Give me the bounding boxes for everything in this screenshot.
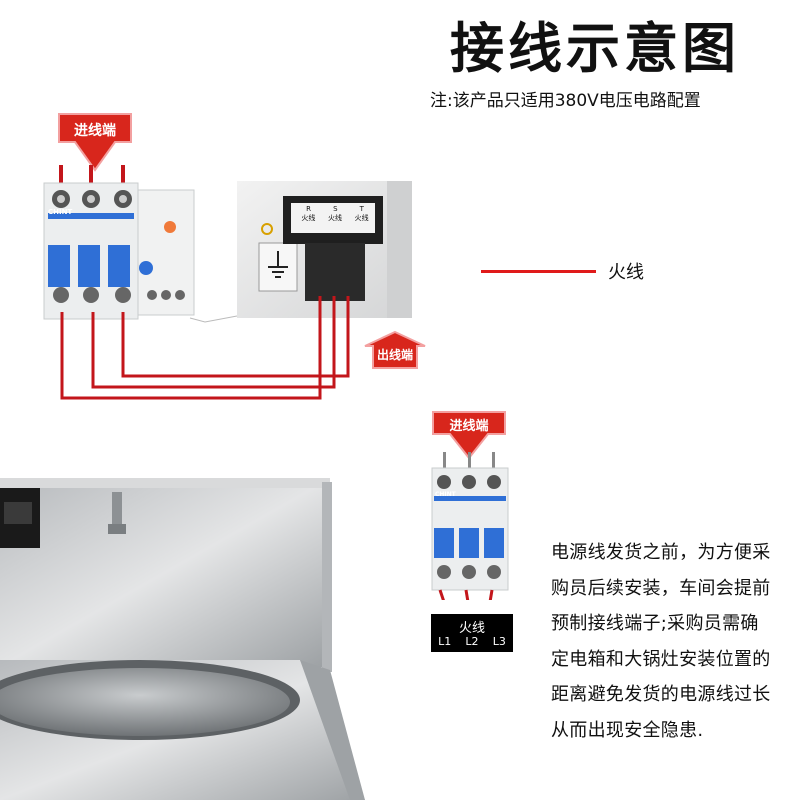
- voltage-note: 注:该产品只适用380V电压电路配置: [430, 91, 701, 111]
- inlet-arrow-top: 进线端: [55, 112, 135, 174]
- arrow-up-icon: [364, 330, 426, 369]
- terminal-l1: L1: [438, 635, 452, 648]
- breaker-brand: CHINT: [48, 208, 73, 216]
- terminal-tag-title: 火线: [458, 621, 485, 636]
- box-live-label-2: 火线: [327, 214, 342, 222]
- legend-line-sample: [481, 270, 596, 273]
- arrow-down-icon: [58, 113, 132, 172]
- phase-t-label: T: [359, 205, 364, 213]
- terminal-tag: 火线 L1 L2 L3: [431, 614, 513, 652]
- inlet-arrow-small: 进线端: [430, 410, 508, 460]
- description-line: 电源线发货之前，为方便采: [551, 542, 771, 563]
- phase-s-label: S: [333, 205, 338, 213]
- terminal-l3: L3: [492, 635, 506, 648]
- page-title: 接线示意图: [450, 17, 740, 80]
- circuit-breaker-main: CHINT: [42, 165, 198, 320]
- description-block: 电源线发货之前，为方便采 购员后续安装，车间会提前 预制接线端子;采购员需确 定…: [551, 535, 796, 748]
- arrow-down-icon: [432, 411, 506, 460]
- description-line: 购员后续安装，车间会提前: [551, 577, 771, 599]
- terminal-l2: L2: [465, 635, 479, 648]
- outlet-arrow-label: 出线端: [376, 348, 413, 362]
- inlet-arrow-label: 进线端: [74, 123, 116, 139]
- stove-image: [0, 470, 365, 800]
- box-phase-labels: R S T: [295, 205, 375, 213]
- inlet-arrow-small-label: 进线端: [449, 419, 489, 434]
- description-line: 预制接线端子;采购员需确: [551, 613, 759, 634]
- breaker2-brand: CHINT: [435, 491, 456, 498]
- circuit-breaker-terminal: CHINT: [430, 450, 510, 615]
- description-line: 距离避免发货的电源线过长: [551, 684, 771, 705]
- box-live-label-3: 火线: [354, 214, 369, 222]
- box-live-labels: 火线 火线 火线: [295, 214, 375, 222]
- outlet-arrow: 出线端: [355, 330, 435, 370]
- terminal-box-photo: R S T 火线 火线 火线: [236, 180, 413, 319]
- box-live-label-1: 火线: [301, 214, 316, 222]
- description-line: 定电箱和大锅灶安装位置的: [551, 648, 771, 670]
- description-line: 从而出现安全隐患.: [551, 719, 704, 741]
- terminal-tag-phases: L1 L2 L3: [431, 635, 513, 648]
- phase-r-label: R: [306, 205, 311, 213]
- legend-label: 火线: [608, 262, 644, 283]
